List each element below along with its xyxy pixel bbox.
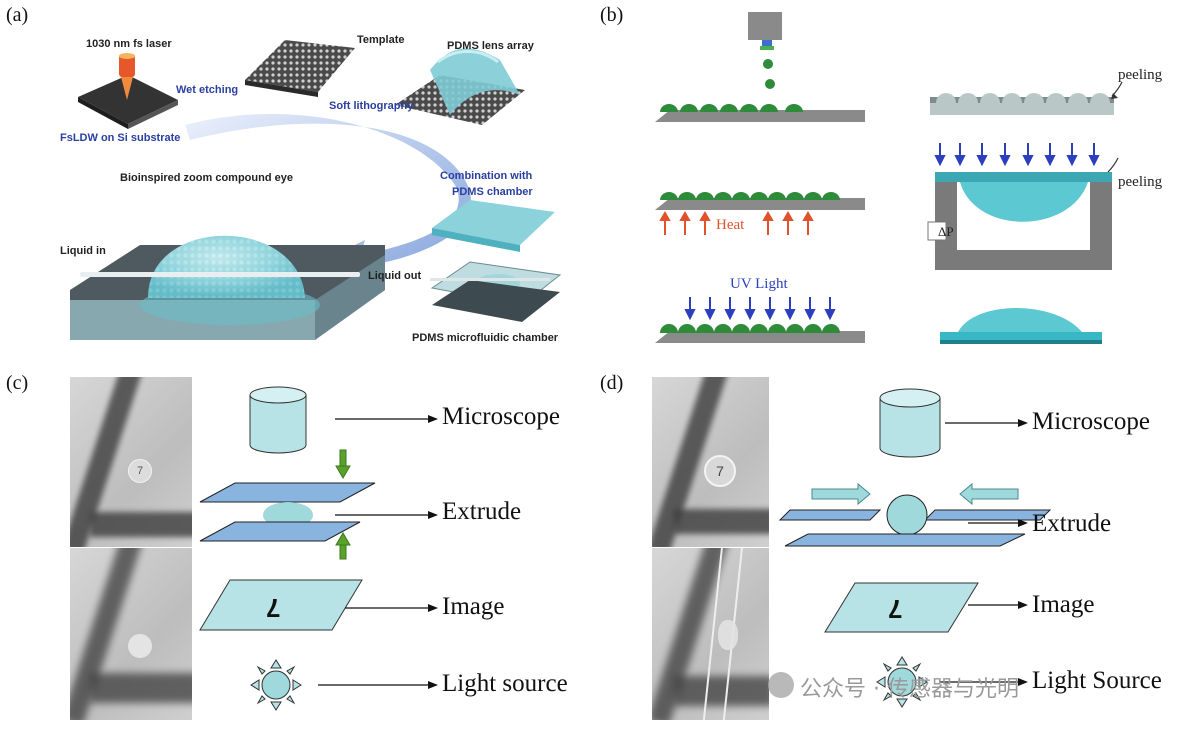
label-d-microscope: Microscope [1032,408,1151,435]
pressure-chamber [927,143,1119,270]
label-c-image: Image [442,593,505,620]
panel-label-b: (b) [600,4,624,26]
panel-label-a: (a) [6,4,29,26]
laser-beam-icon [119,53,135,100]
label-soft-lithography: Soft lithography [329,100,414,112]
label-pdms-lens-array: PDMS lens array [447,40,534,52]
dispenser-nozzle-icon [748,12,782,50]
label-d-light-source: Light Source [1032,667,1162,694]
photo-droplet-c: 7 [128,459,152,483]
microscope-icon [879,388,941,458]
label-delta-p: ΔP [938,224,954,239]
extrude-arrows-cyan [811,482,1019,506]
label-c-microscope: Microscope [442,403,561,430]
peeled-mold [930,81,1123,115]
image-glyph-d: 7 [888,594,903,624]
label-c-light-source: Light source [442,670,568,697]
process-arrow [185,113,471,279]
pdms-chamber-stack [430,200,562,322]
label-d-extrude: Extrude [1032,510,1112,537]
label-c-extrude: Extrude [442,498,522,525]
microscope-icon [249,386,307,454]
label-fs-laser: 1030 nm fs laser [86,38,172,50]
watermark-text: 公众号 · 传感器与光明 [800,677,1019,702]
uv-arrows [684,297,836,321]
photo-d-top: 7 [652,377,769,547]
photo-droplet-d: 7 [704,455,736,487]
label-combination: Combination with [440,170,533,182]
heat-arrows [659,210,814,235]
label-heat: Heat [716,217,745,233]
photo-c-bottom [70,548,192,720]
label-wet-etching: Wet etching [176,84,239,96]
label-fsldw: FsLDW on Si substrate [60,132,181,144]
panel-label-c: (c) [6,372,29,394]
label-pdms-chamber: PDMS chamber [452,186,533,198]
label-peeling-1: peeling [1118,67,1163,83]
light-source-icon [876,656,928,708]
si-substrate [78,75,178,129]
pdms-lens-array [395,48,525,125]
label-template: Template [357,34,405,46]
template-plate [245,40,355,97]
label-compound-eye: Bioinspired zoom compound eye [120,172,293,184]
label-peeling-2: peeling [1118,174,1163,190]
dome-lens-product [940,308,1102,344]
label-liquid-out: Liquid out [368,270,422,282]
light-source-icon [250,659,302,711]
label-uv-light: UV Light [730,276,788,292]
label-liquid-in: Liquid in [60,245,106,257]
label-microfluidic-chamber: PDMS microfluidic chamber [412,332,559,344]
wechat-logo-icon [768,672,794,698]
photo-d-bottom [652,548,769,720]
extrude-arrows-green [335,449,351,560]
panel-label-d: (d) [600,372,624,394]
label-d-image: Image [1032,591,1095,618]
photo-c-top: 7 [70,377,192,547]
compound-eye-device [70,235,385,340]
